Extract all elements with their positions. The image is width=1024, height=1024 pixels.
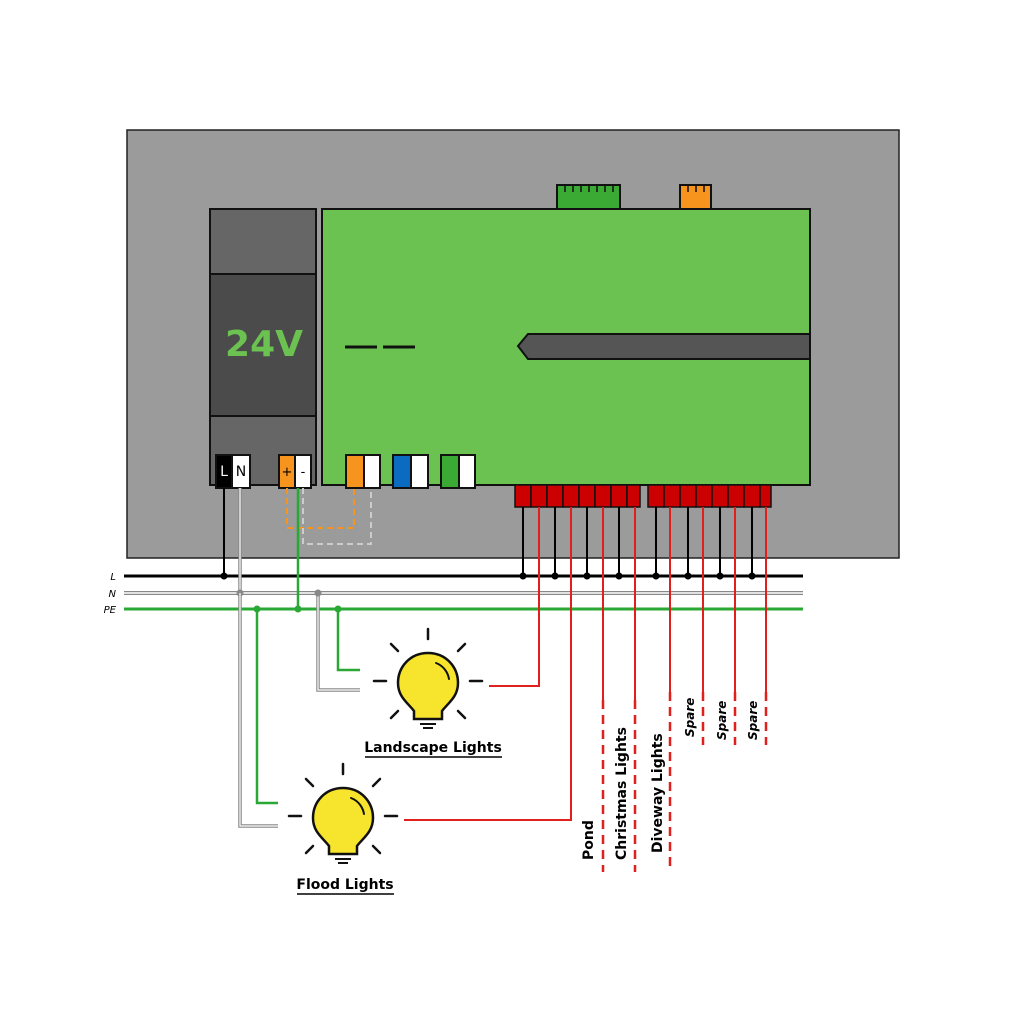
- dc-minus-wire: [302, 488, 372, 545]
- switched-outputs-dashed: [601, 692, 768, 872]
- relay-bank-left: [514, 484, 641, 508]
- circuit-label-pond: Pond: [581, 820, 597, 860]
- terminal-neutral-label: N: [236, 464, 246, 480]
- dc-plus-wire: [286, 488, 355, 529]
- line-bus-label: L: [110, 572, 116, 583]
- landscape-light-bulb-icon: [372, 627, 484, 729]
- earth-bus-label: PE: [104, 605, 117, 616]
- landscape-earth-wire: [336, 609, 360, 672]
- flood-earth-wire: [255, 609, 278, 805]
- circuit-label-spare-2: Spare: [715, 701, 729, 740]
- circuit-label-christmas: Christmas Lights: [614, 727, 630, 860]
- circuit-label-spare-1: Spare: [683, 698, 697, 737]
- terminal-minus-label: -: [301, 465, 306, 480]
- psu-module: 24V L N: [209, 208, 317, 489]
- bus-terminals: [345, 454, 476, 489]
- flood-neutral-wire: [238, 593, 278, 828]
- terminal-plus-label: +: [282, 465, 293, 480]
- controller-slot: [516, 333, 811, 360]
- controller-module: [321, 208, 811, 486]
- circuit-label-diveway: Diveway Lights: [650, 733, 666, 853]
- neutral-bus-label: N: [109, 589, 117, 600]
- terminal-line-label: L: [220, 464, 228, 480]
- flood-light-bulb-icon: [287, 762, 399, 864]
- switched-outputs: [404, 507, 767, 821]
- flood-lights-label: Flood Lights: [296, 877, 393, 893]
- relay-bank-right: [647, 484, 772, 508]
- circuit-label-spare-3: Spare: [746, 701, 760, 740]
- relay-common-feeds: [522, 507, 753, 576]
- landscape-lights-label: Landscape Lights: [364, 740, 502, 756]
- psu-voltage-label: 24V: [225, 324, 303, 365]
